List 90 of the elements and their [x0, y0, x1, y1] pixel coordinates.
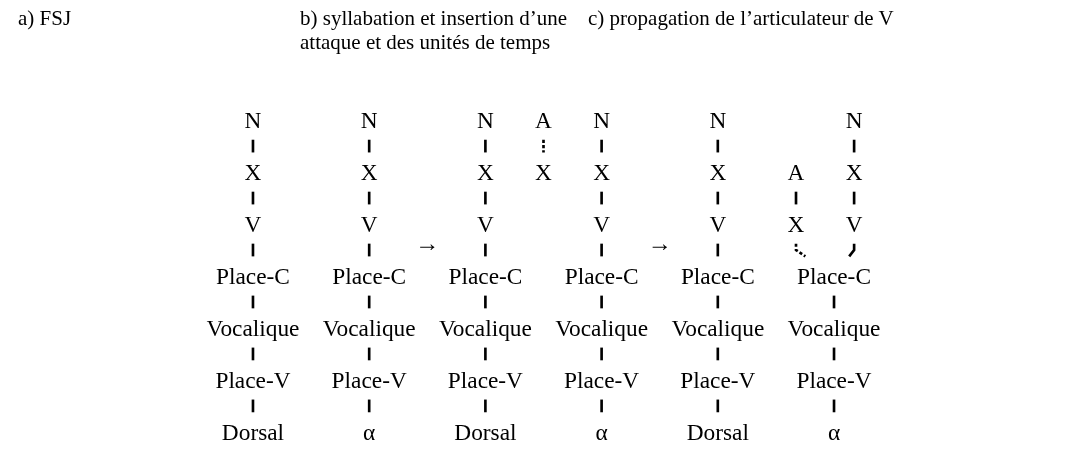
- heading: a) FSJ: [18, 6, 73, 30]
- feature-label: Dorsal: [686, 418, 749, 446]
- association-line: [367, 347, 371, 361]
- feature-label: Dorsal: [454, 418, 517, 446]
- feature-label: N: [845, 106, 863, 134]
- feature-label: V: [845, 210, 863, 238]
- direction-arrow: →: [415, 230, 440, 258]
- association-line: [484, 139, 487, 153]
- association-line: [251, 139, 255, 153]
- association-line: [852, 139, 856, 153]
- feature-label: Vocalique: [555, 314, 649, 342]
- association-line: [600, 191, 603, 205]
- feature-label: Place-V: [447, 366, 523, 394]
- association-line: [484, 295, 487, 309]
- direction-arrow: →: [647, 230, 672, 258]
- dashed-line: [542, 139, 545, 153]
- association-line: [852, 191, 856, 205]
- feature-label: Dorsal: [221, 418, 285, 446]
- feature-label: α: [827, 418, 841, 446]
- feature-label: X: [244, 158, 262, 186]
- association-line: [484, 347, 487, 361]
- feature-label: Vocalique: [438, 314, 532, 342]
- association-line: [251, 399, 255, 413]
- association-line: [367, 139, 371, 153]
- feature-label: Place-V: [680, 366, 756, 394]
- feature-label: α: [595, 418, 608, 446]
- feature-label: X: [709, 158, 727, 186]
- feature-label: Vocalique: [322, 314, 416, 342]
- association-line: [794, 191, 798, 205]
- feature-label: N: [593, 106, 611, 134]
- feature-label: V: [360, 210, 378, 238]
- feature-label: Vocalique: [671, 314, 765, 342]
- association-line: [367, 191, 371, 205]
- feature-label: Place-V: [796, 366, 872, 394]
- feature-label: V: [244, 210, 262, 238]
- association-line: [600, 347, 603, 361]
- feature-label: N: [244, 106, 262, 134]
- association-line: [600, 243, 603, 257]
- feature-label: N: [476, 106, 494, 134]
- association-line: [484, 191, 487, 205]
- association-line: [848, 243, 856, 258]
- feature-label: Place-V: [564, 366, 640, 394]
- feature-label: A: [535, 106, 552, 134]
- association-line: [716, 347, 720, 361]
- association-line: [600, 295, 603, 309]
- feature-label: Place-C: [564, 262, 639, 290]
- feature-label: X: [360, 158, 378, 186]
- association-line: [484, 399, 487, 413]
- association-line: [716, 191, 720, 205]
- association-line: [600, 399, 603, 413]
- feature-label: Place-C: [680, 262, 755, 290]
- feature-label: X: [787, 210, 805, 238]
- association-line: [832, 347, 836, 361]
- feature-label: V: [593, 210, 611, 238]
- association-line: [367, 295, 371, 309]
- feature-label: Place-V: [215, 366, 291, 394]
- feature-label: X: [476, 158, 494, 186]
- feature-label: Place-C: [448, 262, 523, 290]
- feature-label: Place-C: [797, 262, 871, 290]
- feature-label: V: [476, 210, 494, 238]
- association-line: [251, 347, 255, 361]
- association-line: [600, 139, 603, 153]
- association-line: [251, 243, 255, 257]
- feature-label: A: [787, 158, 805, 186]
- feature-label: V: [709, 210, 727, 238]
- dashed-line: [794, 243, 807, 258]
- association-line: [716, 243, 720, 257]
- feature-label: N: [360, 106, 378, 134]
- feature-label: Vocalique: [787, 314, 881, 342]
- feature-label: Vocalique: [206, 314, 300, 342]
- association-line: [716, 399, 720, 413]
- association-line: [367, 243, 371, 257]
- feature-label: α: [363, 418, 376, 446]
- association-line: [716, 295, 720, 309]
- association-line: [251, 295, 255, 309]
- association-line: [832, 295, 836, 309]
- feature-label: Place-C: [332, 262, 407, 290]
- association-line: [832, 399, 836, 413]
- association-line: [484, 243, 487, 257]
- feature-label: N: [709, 106, 727, 134]
- feature-label: X: [845, 158, 863, 186]
- feature-label: X: [593, 158, 611, 186]
- association-line: [367, 399, 371, 413]
- heading: c) propagation de l’articulateur de V: [588, 6, 895, 30]
- heading: b) syllabation et insertion d’une attaque et des unités de temps: [300, 6, 569, 54]
- association-line: [716, 139, 720, 153]
- feature-label: X: [535, 158, 552, 186]
- association-line: [251, 191, 255, 205]
- feature-label: Place-C: [216, 262, 290, 290]
- feature-label: Place-V: [331, 366, 407, 394]
